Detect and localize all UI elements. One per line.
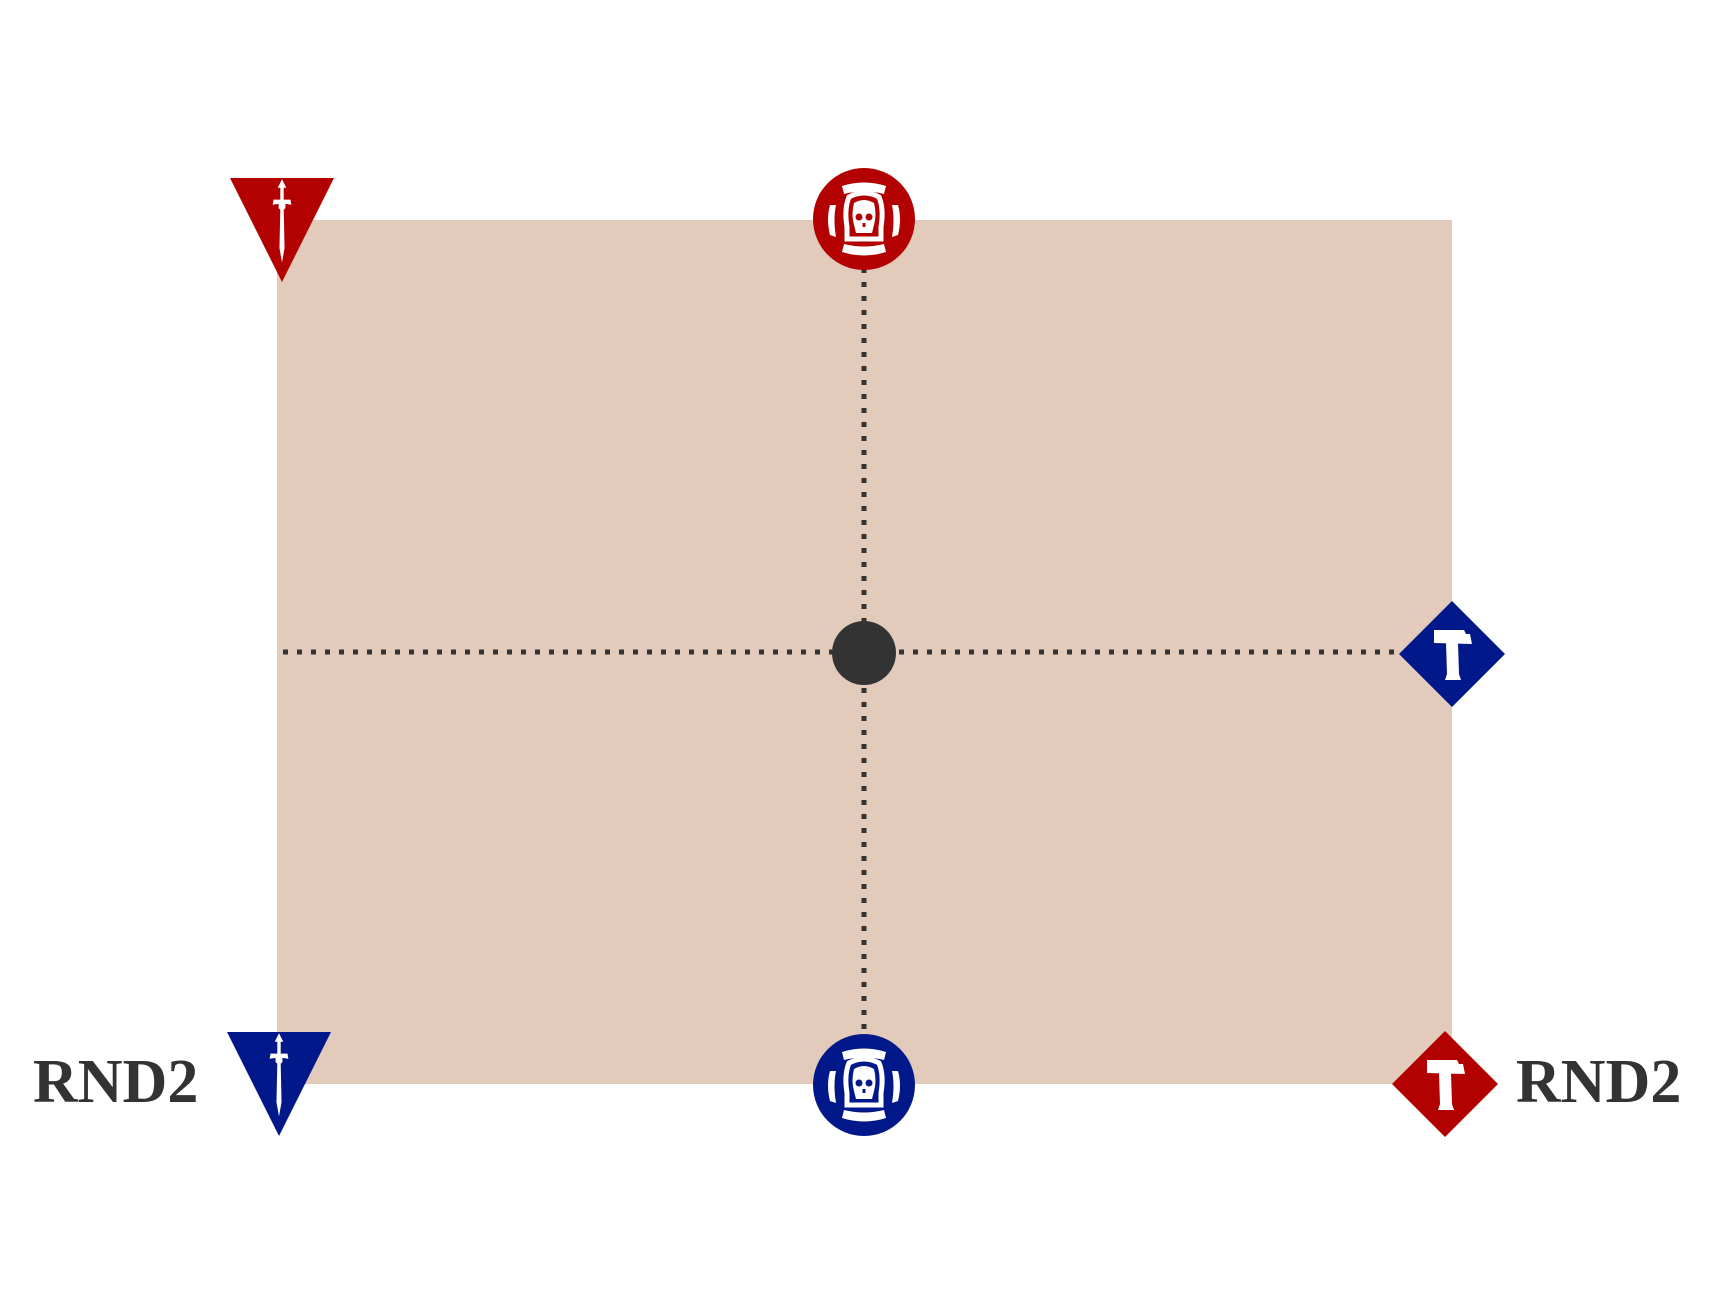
- label-bottom-right: RND2: [1516, 1048, 1681, 1116]
- red-dagger-marker[interactable]: [230, 178, 334, 282]
- red-skull-marker[interactable]: [813, 168, 915, 270]
- blue-hammer-marker[interactable]: [1399, 601, 1505, 707]
- blue-skull-marker[interactable]: [813, 1034, 915, 1136]
- red-hammer-marker[interactable]: [1392, 1031, 1498, 1137]
- center-point: [832, 621, 896, 685]
- blue-dagger-marker[interactable]: [227, 1032, 331, 1136]
- label-bottom-left: RND2: [33, 1048, 198, 1116]
